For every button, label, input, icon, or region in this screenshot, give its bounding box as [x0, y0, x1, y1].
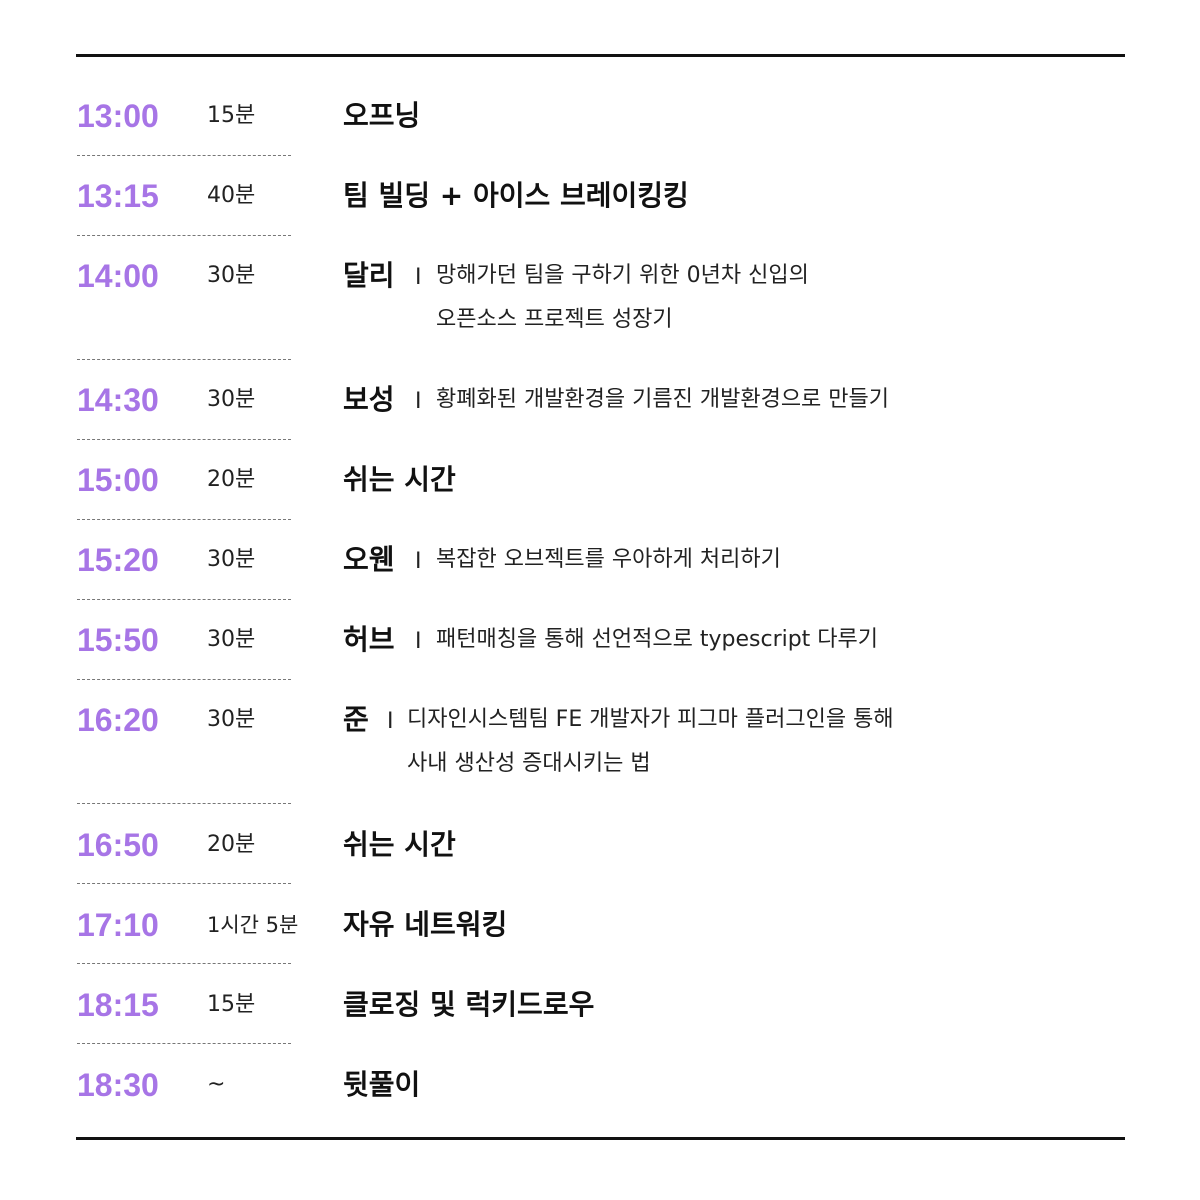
session-title: 클로징 및 럭키드로우: [343, 988, 595, 1021]
bottom-rule: [76, 1137, 1125, 1140]
separator: I: [415, 549, 422, 574]
session-title: 뒷풀이: [343, 1068, 421, 1101]
speaker-name: 오웬: [343, 543, 395, 576]
talk-description-line: 황폐화된 개발환경을 기름진 개발환경으로 만들기: [436, 387, 890, 412]
session-duration: 30분: [207, 547, 256, 572]
speaker-name: 보성: [343, 383, 395, 416]
session-title: 팀 빌딩 + 아이스 브레이킹킹: [343, 179, 689, 212]
session-time: 15:50: [77, 622, 159, 658]
session-duration: 15분: [207, 103, 256, 128]
speaker-name: 준: [343, 703, 369, 736]
top-rule: [76, 54, 1125, 57]
session-title: 오프닝: [343, 99, 421, 132]
talk-description: 망해가던 팀을 구하기 위한 0년차 신입의 오픈소스 프로젝트 성장기: [436, 254, 809, 342]
session-title: 쉬는 시간: [343, 463, 456, 496]
session-time: 18:30: [77, 1067, 159, 1103]
session-duration: 15분: [207, 992, 256, 1017]
talk-description-line: 복잡한 오브젝트를 우아하게 처리하기: [436, 547, 781, 572]
session-time: 13:00: [77, 98, 159, 134]
talk-description: 황폐화된 개발환경을 기름진 개발환경으로 만들기: [436, 378, 889, 422]
row-divider: [77, 235, 291, 236]
row-divider: [77, 1043, 291, 1044]
session-duration: 30분: [207, 627, 256, 652]
row-divider: [77, 883, 291, 884]
talk-description-line: 사내 생산성 증대시키는 법: [407, 751, 651, 776]
session-time: 13:15: [77, 178, 159, 214]
row-divider: [77, 359, 291, 360]
talk-description: 복잡한 오브젝트를 우아하게 처리하기: [436, 538, 781, 582]
session-time: 15:20: [77, 542, 159, 578]
separator: I: [415, 389, 422, 414]
row-divider: [77, 439, 291, 440]
talk-description-line: 오픈소스 프로젝트 성장기: [436, 307, 673, 332]
session-time: 14:30: [77, 382, 159, 418]
talk-description: 패턴매칭을 통해 선언적으로 typescript 다루기: [436, 618, 878, 662]
session-duration: 20분: [207, 467, 256, 492]
speaker-name: 허브: [343, 623, 395, 656]
session-duration: 30분: [207, 707, 256, 732]
separator: I: [415, 265, 422, 290]
row-divider: [77, 519, 291, 520]
session-time: 14:00: [77, 258, 159, 294]
session-duration: ~: [207, 1072, 226, 1097]
row-divider: [77, 803, 291, 804]
talk-description-line: 패턴매칭을 통해 선언적으로 typescript 다루기: [436, 627, 879, 652]
talk-description-line: 망해가던 팀을 구하기 위한 0년차 신입의: [436, 263, 809, 288]
separator: I: [415, 629, 422, 654]
session-duration: 40분: [207, 183, 256, 208]
session-duration: 30분: [207, 263, 256, 288]
session-duration: 20분: [207, 832, 256, 857]
row-divider: [77, 599, 291, 600]
separator: I: [387, 709, 394, 734]
session-title: 쉬는 시간: [343, 828, 456, 861]
talk-description: 디자인시스템팀 FE 개발자가 피그마 플러그인을 통해 사내 생산성 증대시키…: [407, 698, 894, 786]
session-time: 16:50: [77, 827, 159, 863]
session-time: 15:00: [77, 462, 159, 498]
row-divider: [77, 679, 291, 680]
session-time: 17:10: [77, 907, 159, 943]
session-title: 자유 네트워킹: [343, 908, 508, 941]
session-duration: 30분: [207, 387, 256, 412]
row-divider: [77, 963, 291, 964]
session-time: 18:15: [77, 987, 159, 1023]
speaker-name: 달리: [343, 259, 395, 292]
talk-description-line: 디자인시스템팀 FE 개발자가 피그마 플러그인을 통해: [407, 707, 894, 732]
session-duration: 1시간 5분: [207, 913, 299, 937]
row-divider: [77, 155, 291, 156]
session-time: 16:20: [77, 702, 159, 738]
